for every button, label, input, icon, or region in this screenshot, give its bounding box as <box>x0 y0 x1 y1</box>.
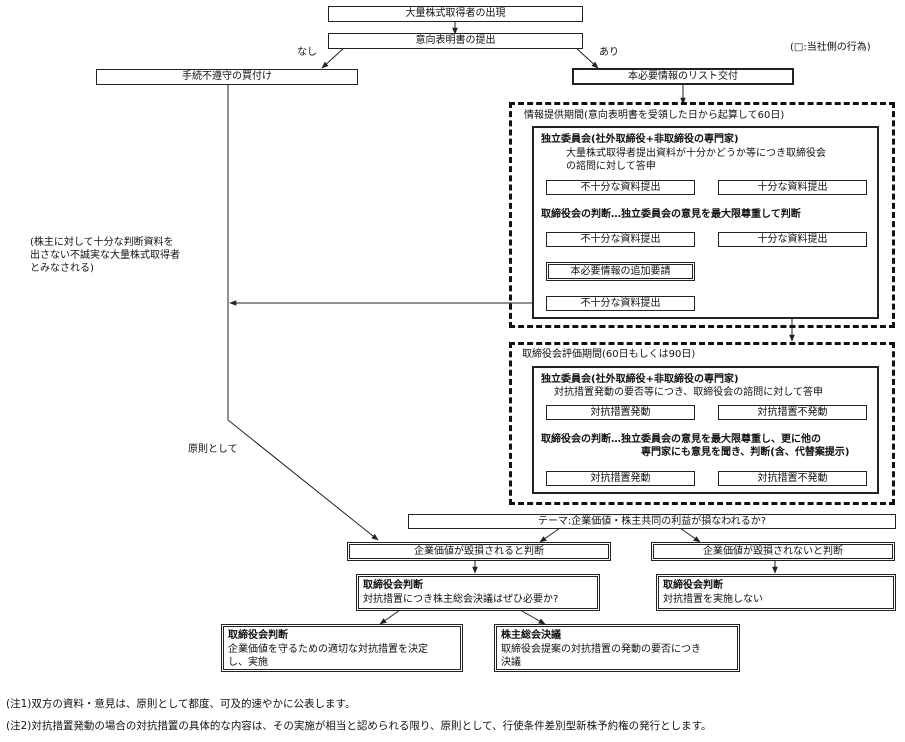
p2-committee-head: 独立委員会(社外取締役+非取締役の専門家) <box>541 374 739 385</box>
p1-committee-body-2: の諮問に対して答申 <box>566 161 656 172</box>
damaged-box: 企業価値が毀損されると判断 <box>347 542 611 561</box>
footnote-2: (注2)対抗措置発動の場合の対抗措置の具体的な内容は、その実施が相当と認められる… <box>6 720 712 732</box>
eval-period-frame <box>509 342 895 505</box>
label-nashi: なし <box>297 47 317 58</box>
p1-committee-head: 独立委員会(社外取締役+非取締役の専門家) <box>541 134 739 145</box>
final-mid-box <box>494 624 740 672</box>
p1-insufficient-3: 不十分な資料提出 <box>546 296 695 311</box>
legend: (□:当社側の行為) <box>790 42 871 53</box>
non-compliant-box: 手続不遵守の買付け <box>96 69 358 85</box>
info-period-title: 情報提供期間(意向表明書を受領した日から起算して60日) <box>524 110 785 121</box>
p1-committee-body-1: 大量株式取得者提出資料が十分かどうか等につき取締役会 <box>566 148 826 159</box>
arrow-theme-left <box>539 527 561 543</box>
side-note-1: (株主に対して十分な判断資料を <box>30 237 174 248</box>
p1-request: 本必要情報の追加要請 <box>546 262 695 281</box>
p1-insufficient-1: 不十分な資料提出 <box>546 180 695 195</box>
info-period-frame <box>509 102 895 328</box>
p1-sufficient-2: 十分な資料提出 <box>718 232 867 247</box>
p2-noinvoke-1: 対抗措置不発動 <box>718 405 867 420</box>
final-mid-body-2: 決議 <box>501 657 521 668</box>
not-damaged-box: 企業価値が毀損されないと判断 <box>651 542 895 561</box>
p2-committee-body: 対抗措置発動の要否等につき、取締役会の諮問に対して答申 <box>554 387 823 398</box>
board-left-box <box>356 574 600 611</box>
p2-invoke-1: 対抗措置発動 <box>546 405 695 420</box>
p1-board: 取締役会の判断…独立委員会の意見を最大限尊重して判断 <box>541 209 801 220</box>
info-period-panel <box>532 126 879 319</box>
arrow-final-left <box>379 609 401 625</box>
eval-period-title: 取締役会評価期間(60日もしくは90日) <box>522 349 696 360</box>
final-mid-body-1: 取締役会提案の対抗措置の発動の要否につき <box>501 644 701 655</box>
p2-noinvoke-2: 対抗措置不発動 <box>718 471 867 486</box>
theme-box: テーマ:企業価値・株主共同の利益が損なわれるか? <box>408 514 896 529</box>
intent-box: 意向表明書の提出 <box>328 33 583 49</box>
label-ari: あり <box>599 47 619 58</box>
final-mid-head: 株主総会決議 <box>501 630 561 641</box>
arrow-final-mid <box>519 609 546 625</box>
p1-sufficient-1: 十分な資料提出 <box>718 180 867 195</box>
side-note-3: とみなされる) <box>30 263 94 274</box>
arrow-principle <box>227 419 379 541</box>
arrow-theme-right <box>679 527 701 543</box>
arrow-nashi <box>321 46 346 69</box>
board-left-head: 取締役会判断 <box>363 580 423 591</box>
label-principle: 原則として <box>188 444 238 455</box>
final-left-box <box>221 624 463 672</box>
p2-board-2: 専門家にも意見を聞き、判断(含、代替案提示) <box>641 447 850 458</box>
start-box: 大量株式取得者の出現 <box>328 6 583 22</box>
p2-board-1: 取締役会の判断…独立委員会の意見を最大限尊重し、更に他の <box>541 434 821 445</box>
board-right-head: 取締役会判断 <box>663 580 723 591</box>
footnote-1: (注1)双方の資料・意見は、原則として都度、可及的速やかに公表します。 <box>6 698 356 710</box>
board-right-body: 対抗措置を実施しない <box>663 594 763 605</box>
p2-invoke-2: 対抗措置発動 <box>546 471 695 486</box>
list-box: 本必要情報のリスト交付 <box>572 68 794 85</box>
side-note-2: 出さない不誠実な大量株式取得者 <box>30 250 180 261</box>
final-left-body-1: 企業価値を守るための適切な対抗措置を決定 <box>228 644 428 655</box>
board-left-body: 対抗措置につき株主総会決議はぜひ必要か? <box>363 594 559 605</box>
p1-insufficient-2: 不十分な資料提出 <box>546 232 695 247</box>
final-left-head: 取締役会判断 <box>228 630 288 641</box>
final-left-body-2: し、実施 <box>228 657 268 668</box>
board-right-box <box>656 574 896 611</box>
arrow-ari <box>574 46 599 69</box>
